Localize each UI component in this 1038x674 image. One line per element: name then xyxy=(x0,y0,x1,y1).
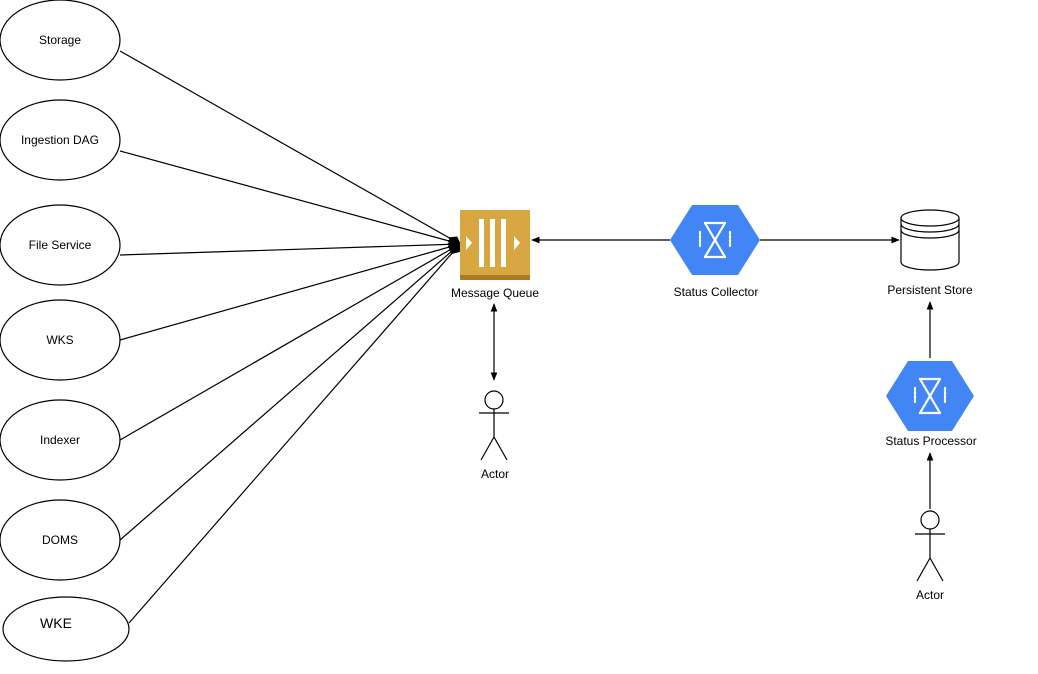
service-file-service[interactable]: File Service xyxy=(0,204,121,286)
actor-queue-node[interactable]: Actor xyxy=(479,390,509,481)
persistent-store-node[interactable]: Persistent Store xyxy=(887,209,973,297)
gcp-hexagon-icon xyxy=(670,205,760,275)
service-doms[interactable]: DOMS xyxy=(0,499,121,581)
actor-icon xyxy=(915,510,945,582)
service-wke[interactable]: WKE xyxy=(2,596,130,662)
status-processor-node[interactable]: Status Processor xyxy=(885,361,977,448)
status-collector-label: Status Collector xyxy=(674,285,759,299)
message-queue-node[interactable]: Message Queue xyxy=(451,210,539,300)
connector-storage[interactable] xyxy=(119,50,461,246)
connector-file-service[interactable] xyxy=(119,239,462,256)
service-ingestion-dag-label: Ingestion DAG xyxy=(21,133,99,147)
actor-queue-label: Actor xyxy=(481,467,509,481)
status-collector-node[interactable]: Status Collector xyxy=(670,205,760,299)
message-queue-label: Message Queue xyxy=(451,286,539,300)
message-queue-icon xyxy=(460,210,530,280)
flow-arrows xyxy=(490,236,934,509)
service-nodes: Storage Ingestion DAG File Service WKS I… xyxy=(0,0,130,662)
service-connections xyxy=(119,50,462,624)
service-wke-label: WKE xyxy=(40,615,72,631)
database-cylinder-icon xyxy=(900,209,960,271)
service-storage[interactable]: Storage xyxy=(0,0,121,81)
connector-wke[interactable] xyxy=(128,243,461,624)
connector-ingestion-dag[interactable] xyxy=(119,150,461,248)
service-wks-label: WKS xyxy=(46,333,73,347)
actor-processor-node[interactable]: Actor xyxy=(915,510,945,602)
actor-processor-label: Actor xyxy=(916,588,944,602)
connector-wks[interactable] xyxy=(119,240,461,341)
service-ingestion-dag[interactable]: Ingestion DAG xyxy=(0,99,121,181)
service-storage-label: Storage xyxy=(39,33,81,47)
service-wks[interactable]: WKS xyxy=(0,299,121,381)
gcp-hexagon-icon xyxy=(886,361,974,431)
service-indexer-label: Indexer xyxy=(40,433,80,447)
connector-doms[interactable] xyxy=(119,243,461,541)
actor-icon xyxy=(479,390,509,461)
persistent-store-label: Persistent Store xyxy=(887,283,973,297)
status-processor-label: Status Processor xyxy=(885,434,976,448)
service-indexer[interactable]: Indexer xyxy=(0,399,121,481)
connector-indexer[interactable] xyxy=(119,242,461,441)
service-doms-label: DOMS xyxy=(42,533,78,547)
service-file-service-label: File Service xyxy=(29,238,92,252)
